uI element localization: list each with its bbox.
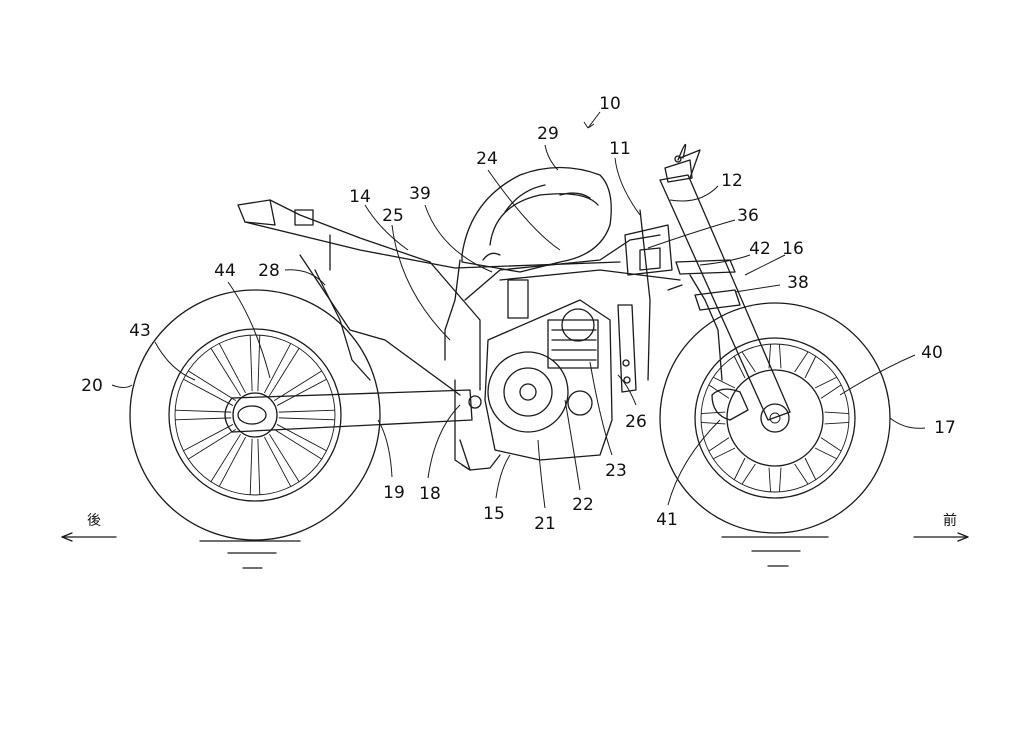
wheel-spoke [175, 417, 232, 421]
front-fork [624, 143, 791, 421]
wheel-spoke [264, 436, 292, 487]
label-43: 43 [129, 321, 151, 341]
wheel-spoke [188, 429, 237, 460]
label-38: 38 [787, 273, 809, 293]
wheel-spoke [733, 356, 746, 379]
wheel-spoke [778, 344, 782, 369]
wheel-spoke [276, 378, 327, 406]
label-11: 11 [609, 139, 631, 159]
label-26: 26 [625, 412, 647, 432]
wheel-spoke [713, 376, 736, 389]
swing-arm [224, 389, 482, 433]
wheel-spoke [794, 351, 809, 373]
wheel-spoke [249, 438, 253, 495]
wheel-spoke [820, 384, 842, 399]
wheel-spoke [701, 411, 726, 415]
label-22: 22 [572, 495, 594, 515]
wheel-spoke [269, 348, 300, 397]
front-wheel [659, 302, 891, 534]
label-19: 19 [383, 483, 405, 503]
wheel-spoke [733, 457, 746, 480]
wheel-spoke [218, 436, 246, 487]
label-24: 24 [476, 149, 498, 169]
wheel-spoke [768, 467, 772, 492]
label-28: 28 [258, 261, 280, 281]
wheel-spoke [778, 467, 782, 492]
front-direction-arrow [913, 532, 969, 542]
label-36: 36 [737, 206, 759, 226]
label-18: 18 [419, 484, 441, 504]
frame [237, 199, 681, 471]
wheel-spoke [708, 384, 730, 399]
rear-wheel [129, 289, 381, 541]
label-41: 41 [656, 510, 678, 530]
reference-numerals: 10 29 24 11 12 36 42 16 38 14 39 25 28 4… [81, 94, 956, 534]
label-15: 15 [483, 504, 505, 524]
wheel-spoke [175, 409, 232, 413]
wheel-spoke [794, 463, 809, 485]
wheel-spoke [183, 378, 234, 406]
wheel-spoke [741, 351, 756, 373]
wheel-spoke [820, 437, 842, 452]
wheel-spoke [269, 433, 300, 482]
wheel-spoke [824, 421, 849, 425]
label-29: 29 [537, 124, 559, 144]
label-25: 25 [382, 206, 404, 226]
label-44: 44 [214, 261, 236, 281]
fuel-tank [461, 166, 612, 273]
label-10: 10 [599, 94, 621, 114]
label-40: 40 [921, 343, 943, 363]
label-20: 20 [81, 376, 103, 396]
wheel-spoke [741, 463, 756, 485]
rear-direction-arrow [61, 532, 117, 542]
wheel-spoke [273, 370, 322, 401]
wheel-spoke [249, 335, 253, 392]
wheel-spoke [278, 409, 335, 413]
wheel-spoke [210, 433, 241, 482]
wheel-spoke [824, 411, 849, 415]
wheel-spoke [264, 343, 292, 394]
wheel-spoke [257, 438, 261, 495]
brake-disc [726, 369, 824, 467]
label-17: 17 [934, 418, 956, 438]
wheel-spoke [713, 447, 736, 460]
wheel-spoke [218, 343, 246, 394]
wheel-spoke [278, 417, 335, 421]
wheel-spoke [814, 376, 837, 389]
ground-lines [199, 536, 829, 569]
direction-rear-label: 後 [87, 513, 101, 529]
wheel-spoke [188, 370, 237, 401]
leader-lines [111, 111, 926, 509]
label-39: 39 [409, 184, 431, 204]
wheel-spoke [183, 424, 234, 452]
wheel-spoke [273, 429, 322, 460]
wheel-spoke [708, 437, 730, 452]
wheel-spoke [210, 348, 241, 397]
wheel-spoke [804, 457, 817, 480]
label-21: 21 [534, 514, 556, 534]
wheel-spoke [814, 447, 837, 460]
label-14: 14 [349, 187, 371, 207]
label-42: 42 [749, 239, 771, 259]
wheel-spoke [804, 356, 817, 379]
label-23: 23 [605, 461, 627, 481]
label-12: 12 [721, 171, 743, 191]
direction-front-label: 前 [943, 512, 957, 529]
label-16: 16 [782, 239, 804, 259]
engine [459, 279, 613, 471]
wheel-spoke [701, 421, 726, 425]
